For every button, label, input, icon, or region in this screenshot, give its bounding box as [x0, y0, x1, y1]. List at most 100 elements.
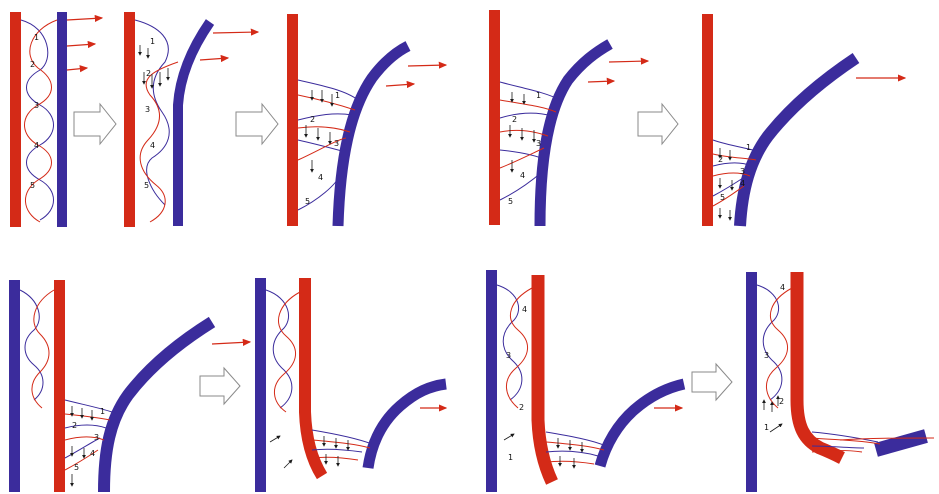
transition-arrow: [235, 102, 279, 146]
red-bar: [299, 278, 328, 480]
red-profile: [31, 289, 55, 409]
blue-bar: [255, 278, 266, 492]
panel-9: 1 2 3 4: [746, 272, 935, 492]
label-4: 4: [522, 305, 527, 314]
flow-arrow: [608, 57, 650, 65]
label-3: 3: [764, 351, 769, 360]
blue-profile: [712, 139, 761, 197]
panel-2: 1 2 3 4 5: [124, 12, 260, 227]
blue-profile: [499, 81, 561, 201]
red-profile: [297, 94, 356, 161]
label-3: 3: [145, 105, 150, 114]
transition-arrow: [637, 102, 679, 146]
panel-3: 1 2 3 4 5: [287, 14, 448, 227]
label-1: 1: [100, 407, 105, 416]
red-profile: [545, 441, 605, 465]
blue-profile: [265, 289, 293, 409]
blue-profile: [20, 19, 54, 221]
label-3: 3: [506, 351, 511, 360]
blue-profile: [297, 79, 359, 211]
blue-bar: [98, 316, 216, 493]
red-bar: [124, 12, 135, 227]
blue-bar: [486, 270, 497, 492]
stress-arrow: [269, 435, 281, 443]
label-1: 1: [150, 37, 155, 46]
label-3: 3: [334, 139, 339, 148]
red-bar: [531, 275, 558, 485]
flow-arrow: [407, 61, 448, 69]
panel-8: 1 2 3 4: [486, 270, 686, 492]
label-1: 1: [34, 33, 39, 42]
label-3: 3: [94, 433, 99, 442]
panel-6: 1 2 3 4 5: [9, 280, 252, 493]
label-1: 1: [335, 91, 340, 100]
label-2: 2: [779, 397, 784, 406]
blue-bar: [332, 41, 411, 227]
label-1: 1: [536, 91, 541, 100]
panel-1: 1 2 3 4 5: [10, 12, 104, 227]
red-bar: [10, 12, 21, 227]
label-5: 5: [720, 193, 725, 202]
label-2: 2: [310, 115, 315, 124]
label-2: 2: [512, 115, 517, 124]
label-3: 3: [34, 101, 39, 110]
panel-5: 1 2 3 4 5: [702, 14, 907, 227]
label-1: 1: [764, 423, 769, 432]
blue-profile: [19, 289, 44, 401]
label-5: 5: [144, 181, 149, 190]
label-4: 4: [90, 449, 95, 458]
stress-arrow: [503, 433, 515, 441]
red-profile: [766, 287, 793, 409]
flow-arrow: [66, 40, 97, 49]
label-5: 5: [305, 197, 310, 206]
label-1: 1: [746, 143, 751, 152]
label-2: 2: [30, 60, 35, 69]
label-2: 2: [519, 403, 524, 412]
label-2: 2: [146, 69, 151, 78]
label-4: 4: [740, 179, 745, 188]
red-bar: [702, 14, 713, 226]
label-2: 2: [718, 155, 723, 164]
blue-profile: [134, 19, 170, 206]
flow-arrow: [66, 14, 104, 23]
red-bar: [287, 14, 298, 226]
label-1: 1: [508, 453, 513, 462]
blue-bar: [9, 280, 20, 492]
blue-bar: [734, 53, 860, 227]
transition-arrow: [73, 102, 117, 146]
label-4: 4: [780, 283, 785, 292]
blue-bar: [362, 378, 447, 469]
label-4: 4: [520, 171, 525, 180]
label-4: 4: [150, 141, 155, 150]
red-profile: [274, 291, 301, 413]
blue-bar: [534, 39, 613, 227]
panel-7: [255, 278, 448, 492]
stress-arrow: [283, 459, 293, 469]
blue-bar: [173, 19, 215, 226]
blue-profile: [756, 284, 783, 401]
blue-profile: [545, 431, 607, 457]
blue-profile: [311, 429, 373, 453]
label-5: 5: [508, 197, 513, 206]
label-3: 3: [536, 139, 541, 148]
blue-profile: [811, 431, 879, 449]
flow-arrow: [211, 338, 252, 346]
flow-arrow: [212, 28, 260, 36]
label-3: 3: [740, 167, 745, 176]
red-bar: [54, 280, 65, 492]
flow-arrow: [587, 77, 616, 85]
transition-arrow: [199, 366, 241, 406]
blue-profile: [496, 284, 523, 401]
blue-bar: [594, 378, 686, 468]
red-profile: [712, 153, 757, 207]
label-2: 2: [72, 421, 77, 430]
red-profile: [24, 19, 58, 223]
red-profile: [139, 61, 179, 223]
label-5: 5: [74, 463, 79, 472]
red-bar: [790, 272, 845, 464]
flow-arrow: [385, 80, 416, 89]
red-profile: [311, 439, 371, 461]
flow-arrow: [199, 54, 230, 63]
red-profile: [499, 99, 557, 169]
